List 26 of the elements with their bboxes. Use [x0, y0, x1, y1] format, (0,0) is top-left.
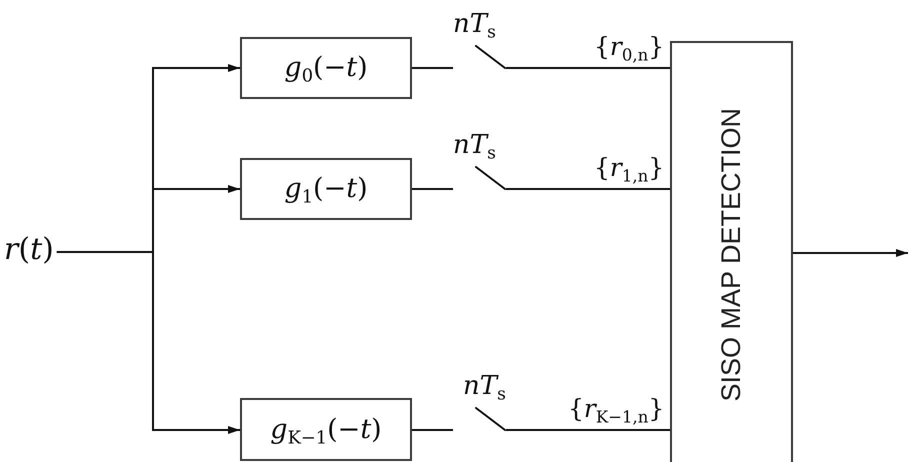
connector-line: [506, 429, 670, 431]
sampling-time-label: nT$_{s}$: [453, 131, 496, 161]
arrow: [793, 249, 908, 257]
connector-line: [412, 188, 453, 190]
connector-line: [506, 188, 670, 190]
filter-box: [240, 37, 412, 99]
switch-icon: [475, 166, 506, 190]
connector-line: [412, 429, 453, 431]
filter-label: g$_{0}$(−t): [284, 52, 368, 84]
signal-label: r(t): [4, 233, 54, 268]
switch-icon: [475, 45, 506, 69]
filter-label: g$_{1}$(−t): [284, 173, 368, 205]
filter-box: [240, 398, 412, 461]
edge-label: {r$_{0,n}$}: [594, 33, 664, 62]
edge-label: {r$_{K−1,n}$}: [568, 395, 664, 424]
detector-label: SISO MAP DETECTION: [716, 108, 746, 402]
sampling-time-label: nT$_{s}$: [463, 372, 506, 402]
detector-box: [670, 41, 793, 462]
filter-label: g$_{K−1}$(−t): [270, 414, 382, 446]
connector-line: [506, 67, 670, 69]
arrow: [56, 251, 240, 434]
filter-box: [240, 158, 412, 220]
sampling-time-label: nT$_{s}$: [453, 10, 496, 40]
connector-line: [412, 67, 453, 69]
switch-icon: [475, 407, 506, 431]
edge-label: {r$_{1,n}$}: [594, 154, 664, 183]
